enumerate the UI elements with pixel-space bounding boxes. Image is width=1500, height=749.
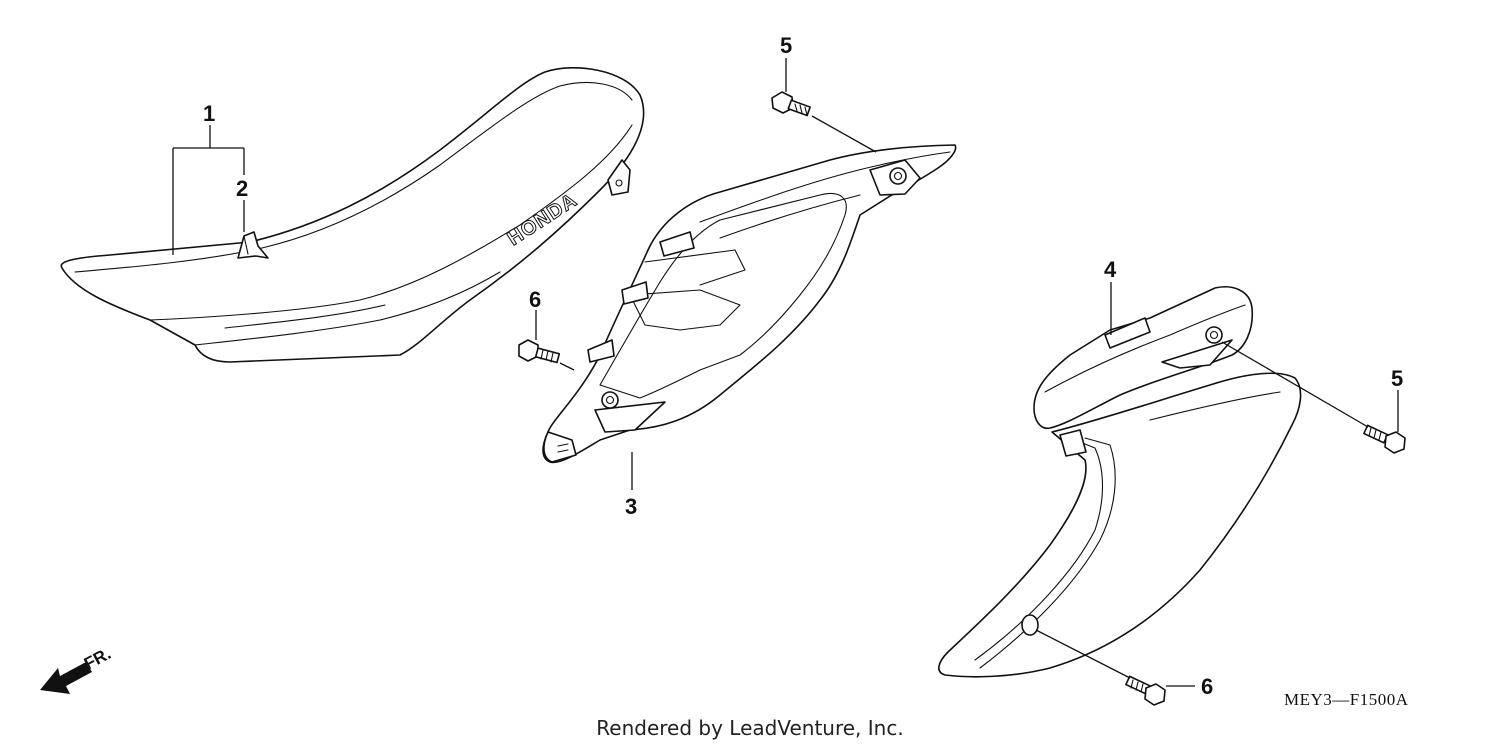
side-cover-right[interactable]: [938, 286, 1302, 678]
side-cover-left[interactable]: [542, 144, 957, 464]
callout-6-right: 6: [1201, 674, 1213, 699]
seat-assembly[interactable]: [60, 67, 645, 363]
callout-2: 2: [236, 176, 248, 201]
bolt-5-top[interactable]: [771, 91, 811, 117]
callout-6-left: 6: [529, 287, 541, 312]
callout-1: 1: [203, 101, 215, 126]
screw-6-left[interactable]: [518, 339, 561, 364]
render-credit: Rendered by LeadVenture, Inc.: [596, 716, 904, 740]
callout-3: 3: [625, 494, 637, 519]
screw-6-right[interactable]: [1125, 675, 1166, 706]
front-direction-arrow-icon: [40, 662, 92, 694]
callout-4: 4: [1104, 257, 1117, 282]
bolt-5-right[interactable]: [1363, 424, 1406, 454]
callout-5-right: 5: [1391, 366, 1403, 391]
callout-leaders: [172, 58, 1399, 687]
callout-5-top: 5: [780, 33, 792, 58]
diagram-code: MEY3—F1500A: [1284, 690, 1409, 709]
